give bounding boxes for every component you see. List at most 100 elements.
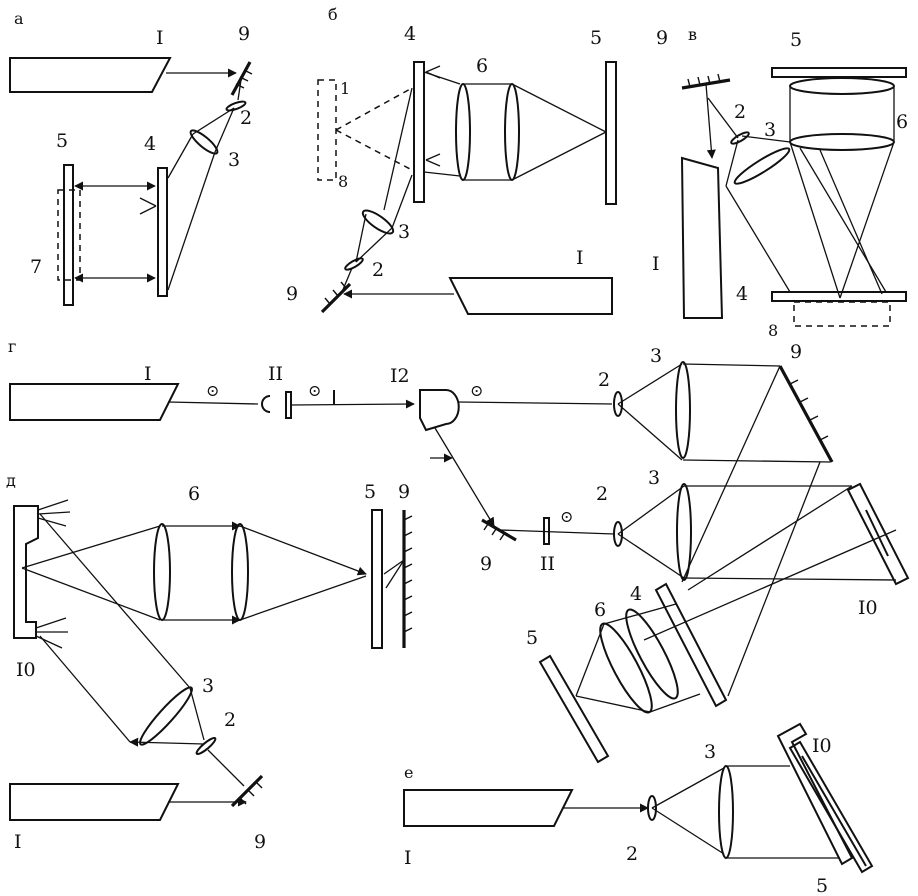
panel-g-ray-n [649,693,701,713]
panel-a-laser [9,57,172,93]
panel-g-plate-4-label: 4 [630,583,642,605]
panel-a-laser-label: I [156,27,164,49]
panel-g-beam-3 [457,401,613,405]
panel-d-laser-label: I [14,831,22,853]
panel-b-lens-6b [504,83,520,181]
panel-a-plate-5-label: 5 [56,130,68,152]
panel-b-lens-3-label: 3 [398,221,410,243]
panel-a-letter: а [14,9,24,28]
panel-v-ray-d [789,141,841,299]
panel-v-plate-4-label: 4 [736,283,748,305]
panel-d-plate-5 [371,509,383,649]
panel-a-plate-4-label: 4 [144,133,156,155]
panel-d-ray-f [239,575,367,621]
panel-b-ray-f [511,131,607,181]
panel-g-lens-2a [613,391,623,417]
panel-g-lens-3a [675,361,691,459]
panel-d-ray-k [207,749,245,787]
panel-g-pol11a-label: II [268,363,283,385]
panel-b-plate-5-label: 5 [590,27,602,49]
panel-b-arrow-bottom [425,153,441,167]
panel-a-mirror-label: 9 [238,23,250,45]
panel-g-ray-b [617,403,683,461]
panel-a: а I 9 2 3 4 5 7 [9,9,253,306]
panel-b-ray-j [355,227,393,263]
panel-g-plate-5 [538,654,610,764]
panel-v-lens-2 [730,131,750,145]
panel-g-ray-g [617,485,685,535]
panel-v-ray-a [741,135,791,143]
panel-g-lens-3b-label: 3 [648,467,660,489]
panel-a-plate-4 [157,167,168,297]
panel-v: 9 в 5 6 I 2 3 4 8 [652,25,908,340]
panel-a-dashed-7-label: 7 [30,256,42,278]
panel-b-laser-label: I [576,247,584,269]
panel-a-ray-2 [214,107,235,153]
panel-b-ray-e [511,83,607,133]
panel-g-lens-2b [613,521,623,547]
panel-g-lens-6b [625,608,679,700]
panel-g-ray-l [643,529,897,641]
panel-b-lens-2 [344,257,364,271]
panel-g-prism-12 [419,389,460,432]
panel-b-ray-b [423,171,461,177]
panel-g-pol11b-label: II [540,553,555,575]
panel-g: г I ⊙ II ⊙ I2 ⊙ 2 3 9 [8,337,910,764]
panel-d-laser [9,783,180,821]
panel-v-lens-6-label: 6 [896,111,908,133]
panel-d-ray-g [39,513,191,689]
panel-e-plate-10 [776,722,854,866]
panel-d-ray-a [21,525,161,569]
panel-a-lens-2 [225,100,247,112]
panel-g-ray-p [575,695,651,713]
panel-g-polarizer-11 [285,391,292,419]
panel-b-dashed-1-label: 1 [340,79,350,98]
panel-d-mirror-9b-label: 9 [254,831,266,853]
panel-b-virtual-ray-1 [335,87,413,131]
panel-a-beam-down [237,79,242,101]
panel-a-lens-3 [189,129,219,155]
panel-g-prism-12-label: I2 [390,365,410,387]
panel-g-mirror-9b-label: 9 [480,553,492,575]
panel-d-plate-10-label: I0 [16,659,36,681]
panel-e-laser-label: I [404,847,412,869]
panel-e-plate-5 [788,740,874,874]
panel-b-ray-h [391,174,413,229]
panel-b: б 1 8 4 6 5 3 2 9 [286,5,617,315]
panel-v-laser [680,156,724,319]
panel-g-ray-m [603,603,677,625]
panel-v-ray-g [819,149,883,295]
panel-v-lens-3-label: 3 [764,119,776,141]
panel-g-laser-label: I [144,363,152,385]
panel-b-ray-i [355,213,367,263]
panel-d-ray-h [39,635,131,743]
panel-g-ray-j [683,577,897,581]
panel-b-plate-4 [413,61,425,203]
panel-g-plate-10-film [865,509,889,557]
panel-v-beam-2 [707,97,739,139]
panel-g-lens-2b-label: 2 [596,483,608,505]
panel-e-lens-2 [647,795,657,821]
panel-g-beam-4 [499,529,615,535]
panel-b-plate-4-label: 4 [404,23,416,45]
panel-v-lens-2-label: 2 [734,101,746,123]
panel-a-lens-3-label: 3 [228,149,240,171]
panel-g-ray-o [575,623,605,697]
panel-g-lens-6a [599,622,653,714]
panel-v-lens-6a [789,77,895,95]
panel-d-lens-3 [139,686,193,746]
panel-v-ray-f [799,147,887,293]
panel-v-plate-5 [771,67,907,78]
panel-g-ray-a [617,363,683,405]
panel-e-ray-b [651,807,725,855]
panel-d-lens-6-label: 6 [188,483,200,505]
panel-a-mirror [230,61,253,96]
panel-g-mirror-9a-label: 9 [790,341,802,363]
panel-v-beam-down [705,83,716,159]
panel-e-plate-5-label: 5 [816,875,828,896]
panel-v-ray-e [839,141,895,299]
panel-g-ray-e [681,365,781,583]
panel-b-lens-6-label: 6 [476,55,488,77]
panel-b-lens-3 [361,209,395,235]
panel-b-dashed-8-label: 8 [338,172,348,191]
